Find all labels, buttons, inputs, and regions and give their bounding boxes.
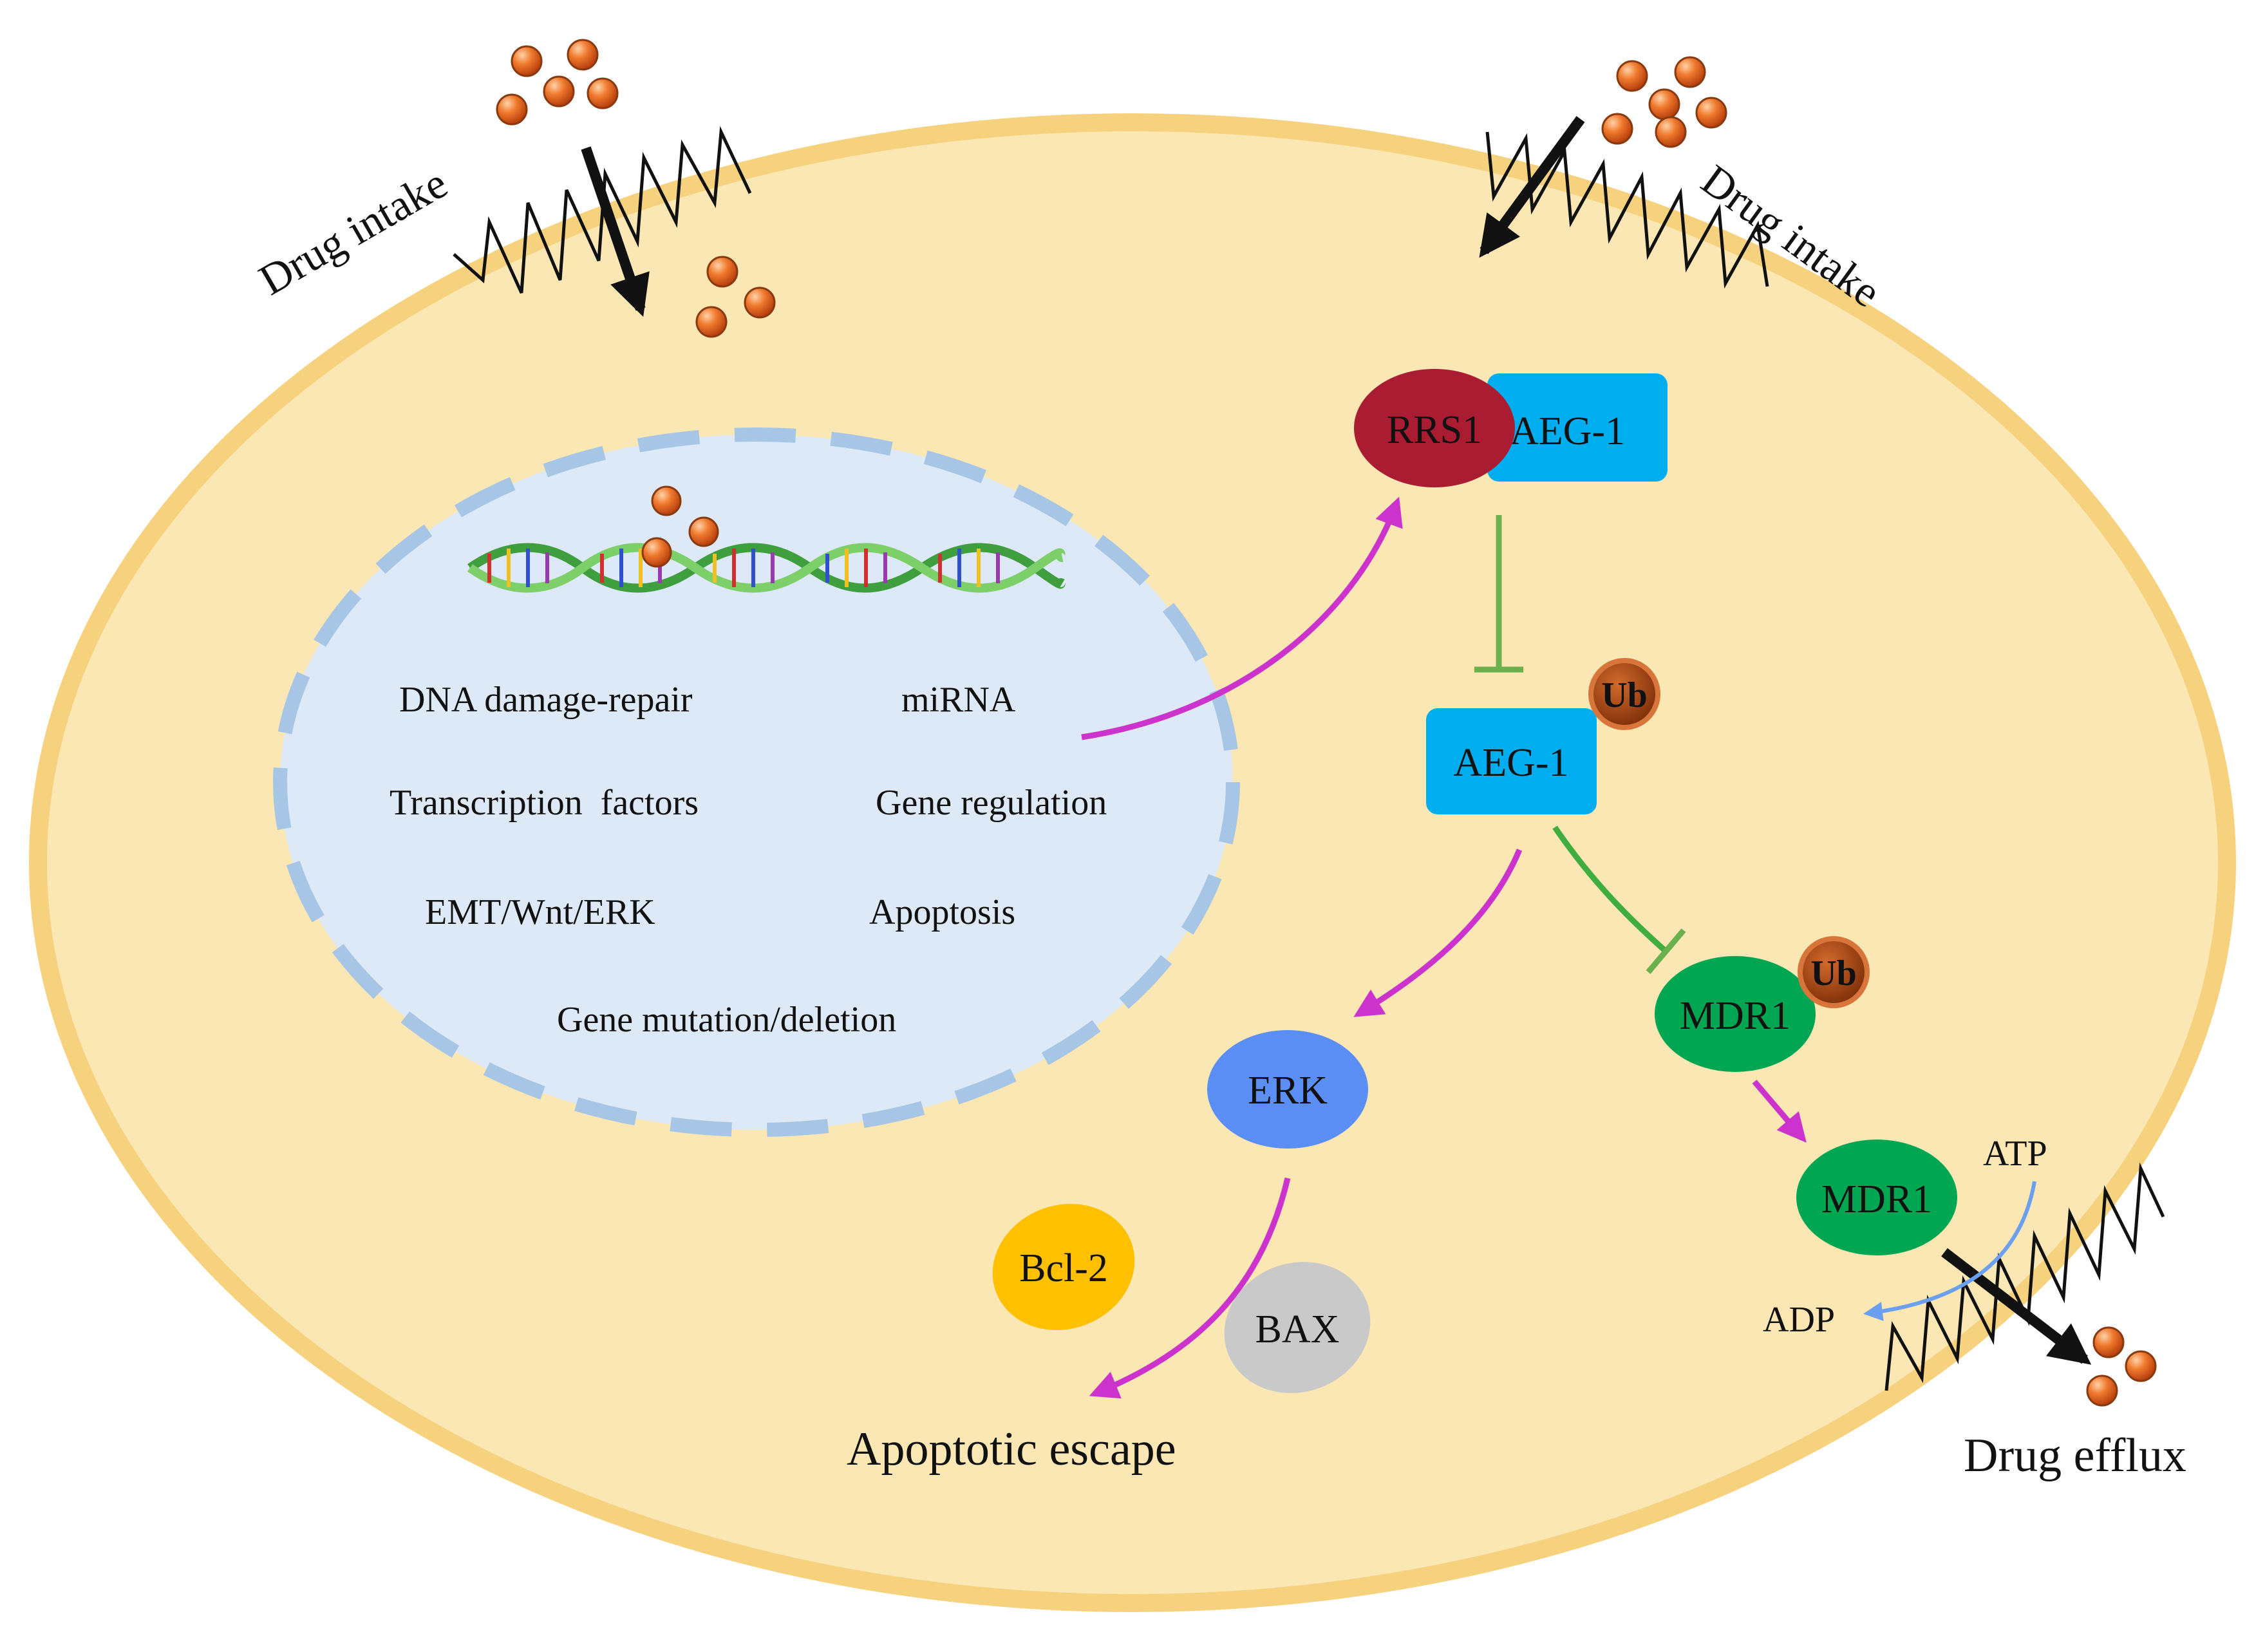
erk-node <box>1207 1030 1368 1149</box>
drug-particle <box>1616 60 1648 92</box>
nucleus-item-gene-regulation: Gene regulation <box>876 783 1107 823</box>
drug-particle <box>567 39 599 71</box>
inhibition-line-aeg1-to-mdr1 <box>1552 825 1669 955</box>
nucleus-item-dna-damage-repair: DNA damage-repair <box>399 680 693 720</box>
drug-intake-arrow-right <box>1479 116 1585 258</box>
bax-label: BAX <box>1255 1308 1340 1351</box>
nucleus-item-emt-wnt-erk: EMT/Wnt/ERK <box>425 892 655 932</box>
apoptotic-escape-label: Apoptotic escape <box>847 1423 1176 1476</box>
drug-efflux-label: Drug efflux <box>1964 1429 2186 1482</box>
drug-particle <box>1648 88 1680 120</box>
drug-particle <box>543 75 575 108</box>
ubiquitin-icon <box>1588 658 1660 730</box>
aeg1-complex-label: AEG-1 <box>1510 409 1625 453</box>
drug-particle <box>587 77 619 109</box>
drug-particle <box>496 93 528 126</box>
drug-particle <box>511 45 543 77</box>
ubiquitin-label-mdr1: Ub <box>1810 953 1857 993</box>
drug-particle <box>695 306 728 338</box>
aeg1-complex-box <box>1487 373 1668 482</box>
membrane-channel-right <box>1485 131 1769 289</box>
bcl2-label: Bcl-2 <box>1019 1246 1108 1290</box>
drug-intake-arrow-left <box>581 146 650 317</box>
atp-hydrolysis-arrow <box>1863 1181 2036 1321</box>
rrs1-node <box>1354 369 1515 487</box>
nucleus-item-gene-mutation-deletion: Gene mutation/deletion <box>557 1000 896 1040</box>
drug-efflux-arrow <box>1941 1248 2092 1365</box>
mdr1-node-ubiquitinated <box>1655 956 1816 1072</box>
drug-particle <box>744 286 776 319</box>
membrane-channel-left <box>453 126 752 294</box>
activation-arrow-nucleus-to-rrs1 <box>1081 496 1403 740</box>
activation-arrow-mdr1-to-membrane <box>1752 1080 1807 1143</box>
drug-particle <box>1655 116 1687 148</box>
drug-particle <box>641 537 672 568</box>
drug-particle <box>706 256 738 288</box>
drug-particle <box>2092 1326 2125 1358</box>
drug-particle <box>651 485 682 516</box>
erk-label: ERK <box>1248 1069 1328 1112</box>
drug-particle <box>1695 97 1727 129</box>
dna-helix-icon <box>467 543 1066 593</box>
bcl2-node <box>992 1203 1135 1331</box>
mdr1-membrane-label: MDR1 <box>1821 1178 1932 1221</box>
bax-node <box>1224 1262 1371 1393</box>
ubiquitin-icon <box>1798 936 1870 1008</box>
ubiquitin-label-aeg1: Ub <box>1601 675 1648 715</box>
atp-label: ATP <box>1983 1134 2047 1174</box>
activation-arrow-aeg1-to-erk <box>1353 849 1523 1017</box>
activation-arrow-erk-to-apoptotic-escape <box>1089 1177 1291 1399</box>
drug-particle <box>1674 56 1706 88</box>
aeg1-label: AEG-1 <box>1453 741 1568 785</box>
mdr1-label-ubiquitinated: MDR1 <box>1680 994 1790 1038</box>
drug-particle <box>1601 113 1633 145</box>
inhibition-bar-mdr1 <box>1646 928 1686 974</box>
drug-particle <box>688 516 719 547</box>
drug-particle <box>2125 1350 2157 1382</box>
nucleus-item-apoptosis: Apoptosis <box>869 892 1015 932</box>
nucleus <box>273 427 1240 1137</box>
rrs1-label: RRS1 <box>1387 408 1482 452</box>
drug-particle <box>2086 1375 2118 1407</box>
aeg1-box <box>1426 708 1597 814</box>
adp-label: ADP <box>1763 1300 1835 1340</box>
drug-intake-label-left: Drug intake <box>251 158 456 305</box>
mdr1-membrane-node <box>1796 1140 1957 1255</box>
nucleus-item-mirna: miRNA <box>901 680 1016 720</box>
nucleus-item-transcription-factors: Transcription factors <box>390 783 699 823</box>
